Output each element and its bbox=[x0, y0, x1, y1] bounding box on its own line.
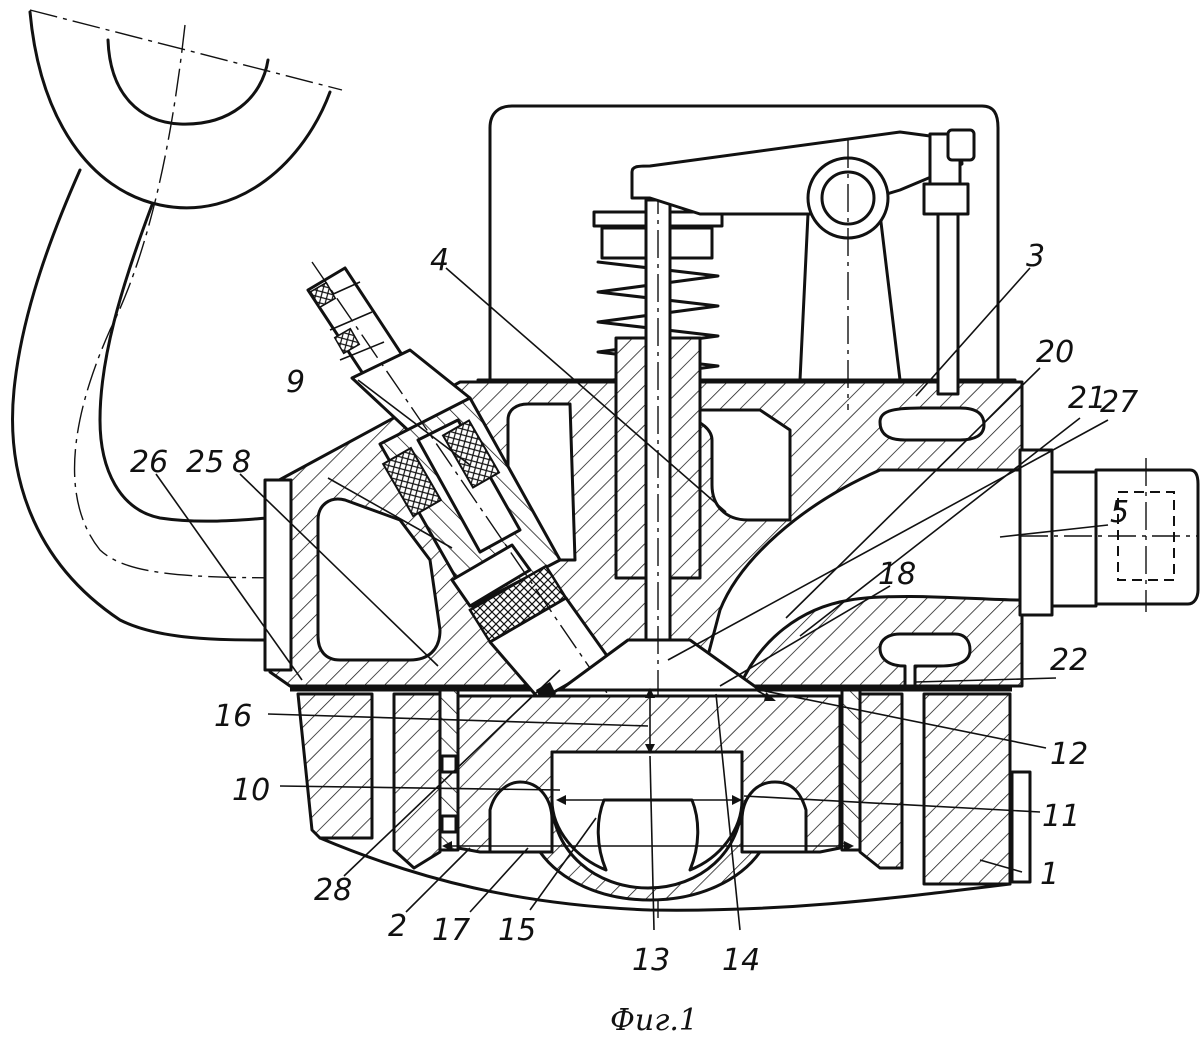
block-boss bbox=[1010, 770, 1032, 884]
plug-hex-nut bbox=[450, 543, 532, 608]
callout-8: 8 bbox=[232, 445, 251, 480]
callout-11: 11 bbox=[1042, 799, 1080, 834]
exhaust-port bbox=[698, 468, 1022, 688]
leader-lines bbox=[155, 267, 1109, 931]
callout-1: 1 bbox=[1040, 857, 1059, 892]
callout-20: 20 bbox=[1036, 335, 1074, 370]
callout-16: 16 bbox=[214, 699, 252, 734]
callout-28: 28 bbox=[314, 873, 352, 908]
callout-2: 2 bbox=[388, 909, 407, 944]
callout-26: 26 bbox=[130, 445, 168, 480]
callout-9: 9 bbox=[286, 365, 305, 400]
callout-18: 18 bbox=[878, 557, 916, 592]
callout-13: 13 bbox=[632, 943, 670, 978]
intake-flange bbox=[263, 478, 293, 672]
callout-27: 27 bbox=[1100, 385, 1138, 420]
callout-22: 22 bbox=[1050, 643, 1088, 678]
valve-head bbox=[558, 638, 762, 692]
exhaust-fitting bbox=[1020, 458, 1200, 612]
callout-5: 5 bbox=[1110, 495, 1129, 530]
push-rod bbox=[936, 212, 960, 396]
callout-12: 12 bbox=[1050, 737, 1088, 772]
coolant-cavity-bottom bbox=[878, 632, 972, 688]
callout-15: 15 bbox=[498, 913, 536, 948]
figure-caption: Фиг.1 bbox=[610, 1003, 698, 1038]
rocker-assembly bbox=[630, 128, 976, 410]
callout-4: 4 bbox=[430, 243, 449, 278]
intake-pipe bbox=[11, 9, 343, 642]
valve-cover bbox=[476, 104, 1017, 382]
callout-3: 3 bbox=[1026, 239, 1045, 274]
callout-10: 10 bbox=[232, 773, 270, 808]
dimension-lines bbox=[442, 688, 854, 851]
intake-valve-assembly bbox=[558, 186, 762, 920]
callout-21: 21 bbox=[1068, 381, 1106, 416]
callout-25: 25 bbox=[186, 445, 224, 480]
rocker-arm bbox=[630, 130, 964, 216]
callout-labels: 1 2 3 4 5 8 9 10 11 12 13 14 15 16 17 18… bbox=[130, 239, 1138, 978]
callout-14: 14 bbox=[722, 943, 760, 978]
coolant-cavity-top bbox=[878, 406, 986, 442]
callout-17: 17 bbox=[432, 913, 470, 948]
coolant-cavity-left bbox=[316, 497, 442, 662]
